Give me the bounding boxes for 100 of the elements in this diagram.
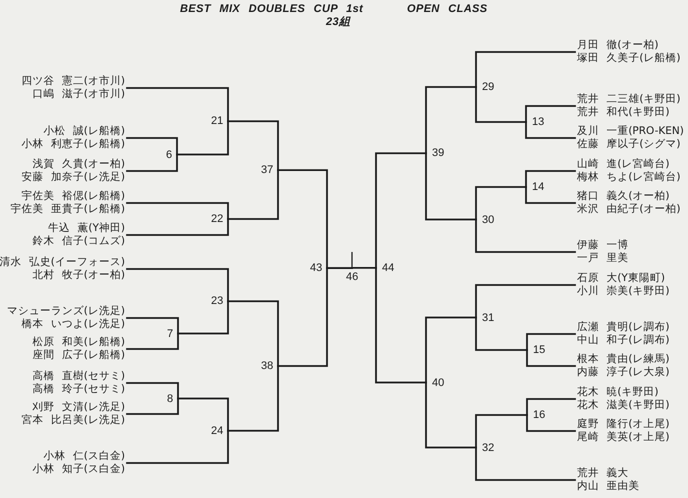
bracket-line bbox=[126, 382, 179, 400]
bracket-line bbox=[126, 218, 229, 236]
player-name: 石原 大(Y東陽町) bbox=[577, 272, 665, 285]
player-name: 猪口 義久(オー柏) bbox=[577, 190, 670, 203]
bracket-line bbox=[526, 349, 576, 367]
bracket-line bbox=[475, 218, 576, 253]
player-name: 庭野 隆行(オ上尾) bbox=[577, 418, 670, 431]
player-name: 高橋 直樹(セサミ) bbox=[32, 370, 125, 383]
player-name: 口嶋 滋子(オ市川) bbox=[32, 88, 125, 101]
match-number: 38 bbox=[261, 360, 278, 372]
player-name: 小林 知子(ス白金) bbox=[32, 463, 125, 476]
bracket-line bbox=[126, 87, 229, 122]
class-heading: OPEN CLASS bbox=[407, 3, 488, 16]
player-name: 小林 仁(ス白金) bbox=[43, 450, 125, 463]
group-label: 23組 bbox=[326, 16, 350, 29]
bracket-line bbox=[227, 120, 279, 172]
player-name: 宇佐美 裕偲(レ船橋) bbox=[21, 190, 125, 203]
player-name: 高橋 玲子(セサミ) bbox=[32, 383, 125, 396]
player-name: 宮本 比呂美(レ洗足) bbox=[21, 414, 125, 427]
bracket-line bbox=[525, 105, 576, 123]
player-name: 清水 弘史(イーフォース) bbox=[0, 256, 125, 269]
player-name: 荒井 義大 bbox=[577, 467, 628, 480]
bracket-line bbox=[227, 169, 279, 220]
bracket-line bbox=[126, 154, 178, 172]
player-name: 塚田 久美子(レ船橋) bbox=[577, 52, 681, 65]
bracket-line bbox=[277, 169, 328, 269]
bracket-line bbox=[425, 86, 477, 154]
match-number: 39 bbox=[426, 147, 444, 160]
bracket-line bbox=[425, 152, 477, 220]
player-name: 一戸 里美 bbox=[577, 252, 628, 265]
player-name: 梅林 ちよ(レ宮崎台) bbox=[577, 171, 681, 184]
bracket-line bbox=[326, 267, 353, 269]
player-name: 小林 利恵子(レ船橋) bbox=[21, 138, 125, 151]
bracket-line bbox=[475, 186, 527, 220]
match-number: 30 bbox=[476, 214, 494, 226]
bracket-line bbox=[526, 333, 576, 351]
bracket-line bbox=[227, 300, 279, 367]
player-name: 鈴木 信子(コムズ) bbox=[32, 235, 125, 248]
match-number: 40 bbox=[426, 376, 444, 388]
bracket-line bbox=[526, 398, 576, 416]
bracket-line bbox=[475, 284, 576, 318]
player-name: 内山 亜由美 bbox=[577, 480, 640, 493]
bracket-line bbox=[475, 51, 576, 88]
match-number: 13 bbox=[526, 116, 544, 128]
match-number: 8 bbox=[167, 392, 178, 404]
player-name: 内藤 淳子(レ大泉) bbox=[577, 366, 670, 379]
bracket-line bbox=[227, 365, 279, 432]
player-name: 根本 貴由(レ練馬) bbox=[577, 353, 670, 366]
bracket-line bbox=[126, 398, 179, 415]
bracket-line bbox=[177, 300, 229, 334]
bracket-line bbox=[375, 152, 427, 269]
player-name: 佐藤 摩以子(シグマ) bbox=[577, 138, 681, 151]
bracket-line bbox=[525, 170, 576, 188]
player-name: 松原 和美(レ船橋) bbox=[32, 336, 125, 349]
bracket-line bbox=[277, 267, 328, 367]
player-name: 月田 徹(オー柏) bbox=[577, 39, 659, 52]
player-name: 小松 誠(レ船橋) bbox=[43, 125, 125, 138]
match-number: 21 bbox=[211, 115, 228, 128]
player-name: 荒井 二三雄(キ野田) bbox=[577, 93, 681, 106]
match-number: 37 bbox=[261, 164, 278, 176]
bracket-line bbox=[126, 268, 229, 302]
player-name: 四ツ谷 憲二(オ市川) bbox=[21, 75, 125, 88]
player-name: 刈野 文清(レ洗足) bbox=[32, 401, 125, 414]
player-name: 北村 牧子(オー柏) bbox=[32, 269, 125, 282]
bracket-line bbox=[126, 332, 179, 350]
match-number: 32 bbox=[476, 442, 494, 454]
player-name: 及川 一重(PRO-KEN) bbox=[577, 125, 684, 138]
bracket-line bbox=[425, 382, 477, 448]
match-number: 31 bbox=[476, 312, 494, 324]
bracket-line bbox=[375, 266, 427, 384]
player-name: 荒井 和代(キ野田) bbox=[577, 106, 670, 119]
player-name: マシューランズ(レ洗足) bbox=[6, 305, 125, 318]
match-number: 43 bbox=[310, 262, 328, 274]
player-name: 浅賀 久貴(オー柏) bbox=[32, 158, 125, 171]
bracket-line bbox=[425, 316, 477, 384]
bracket-line bbox=[475, 414, 528, 448]
match-number: 14 bbox=[526, 181, 544, 193]
match-number: 6 bbox=[166, 148, 178, 160]
player-name: 宇佐美 亜貴子(レ船橋) bbox=[10, 203, 125, 216]
match-number: 29 bbox=[476, 81, 494, 93]
player-name: 牛込 薫(Y神田) bbox=[48, 222, 125, 235]
bracket-line bbox=[475, 86, 527, 123]
player-name: 座間 広子(レ船橋) bbox=[32, 349, 125, 362]
player-name: 山崎 進(レ宮崎台) bbox=[577, 158, 670, 171]
bracket-line bbox=[525, 121, 576, 139]
match-number: 22 bbox=[211, 213, 228, 225]
player-name: 伊藤 一博 bbox=[577, 239, 628, 252]
bracket-line bbox=[126, 430, 229, 464]
bracket-line bbox=[177, 398, 229, 432]
match-number: 44 bbox=[376, 262, 394, 274]
match-number: 23 bbox=[211, 295, 228, 308]
bracket-line bbox=[525, 186, 576, 204]
match-number: 15 bbox=[527, 344, 546, 356]
player-name: 安藤 加奈子(レ洗足) bbox=[21, 171, 125, 184]
match-number: 46 bbox=[346, 268, 358, 283]
bracket-line bbox=[351, 266, 377, 269]
bracket-line bbox=[176, 120, 229, 156]
bracket-line bbox=[126, 137, 178, 156]
player-name: 広瀬 貴明(レ調布) bbox=[577, 321, 670, 334]
bracket-line bbox=[126, 202, 229, 220]
